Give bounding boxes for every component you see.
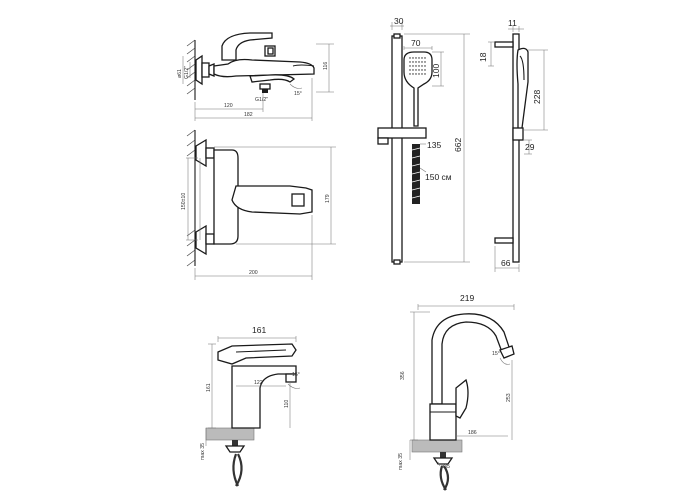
dim-basin-angle: 15° — [292, 372, 300, 378]
dim-bath-150: 150±10 — [181, 193, 187, 210]
dim-bath-angle: 15° — [294, 91, 302, 97]
dim-shower-135: 135 — [427, 140, 441, 150]
dim-kitchen-angle: 15° — [492, 351, 500, 357]
dim-shower-100: 100 — [431, 64, 441, 78]
dim-bath-g-left: G1/2" — [184, 66, 190, 79]
dim-kitchen-253: 253 — [506, 393, 512, 402]
dim-shower-hose: 150 см — [425, 172, 452, 182]
dim-kitchen-max35: max 35 — [398, 453, 404, 470]
dim-bath-g-bottom: G1/2" — [255, 97, 268, 103]
dim-shower-662: 662 — [453, 138, 463, 152]
dim-basin-max35: max 35 — [200, 443, 206, 460]
dim-bath-120: 120 — [224, 103, 233, 109]
dim-bath-116: 116 — [323, 62, 329, 70]
dim-shower-70: 70 — [411, 38, 421, 48]
dim-side-66: 66 — [501, 258, 511, 268]
dim-bath-179: 179 — [325, 194, 331, 203]
dim-basin-110: 110 — [284, 400, 290, 408]
dim-side-11: 11 — [508, 18, 517, 28]
dim-kitchen-dia35: ø35 — [441, 464, 450, 470]
bath-mixer-front-view: 150±10 179 200 — [181, 129, 336, 280]
dim-bath-200: 200 — [249, 270, 258, 276]
dim-basin-122: 122 — [254, 380, 263, 386]
dim-bath-182: 182 — [244, 112, 253, 118]
bath-mixer-top-view: 116 120 182 ø61 G1/2" G1/2" 15° — [177, 32, 334, 121]
shower-rail-front-view: 30 70 100 662 135 150 см — [377, 16, 470, 265]
dim-bath-dia61: ø61 — [177, 69, 183, 78]
dim-side-29: 29 — [525, 142, 535, 152]
kitchen-mixer-view: 219 356 253 186 max 35 ø35 15° — [398, 293, 515, 491]
dim-kitchen-356: 356 — [400, 371, 406, 380]
dim-kitchen-219: 219 — [460, 293, 474, 303]
basin-mixer-view: 161 161 122 110 max 35 15° — [200, 325, 301, 487]
dim-side-228: 228 — [532, 90, 542, 104]
dim-shower-30: 30 — [394, 16, 404, 26]
dim-side-18: 18 — [478, 52, 488, 62]
dim-basin-161h: 161 — [206, 383, 212, 392]
dim-basin-161w: 161 — [252, 325, 266, 335]
dim-kitchen-186: 186 — [468, 430, 477, 436]
shower-rail-side-view: 11 18 228 29 66 — [478, 18, 548, 272]
